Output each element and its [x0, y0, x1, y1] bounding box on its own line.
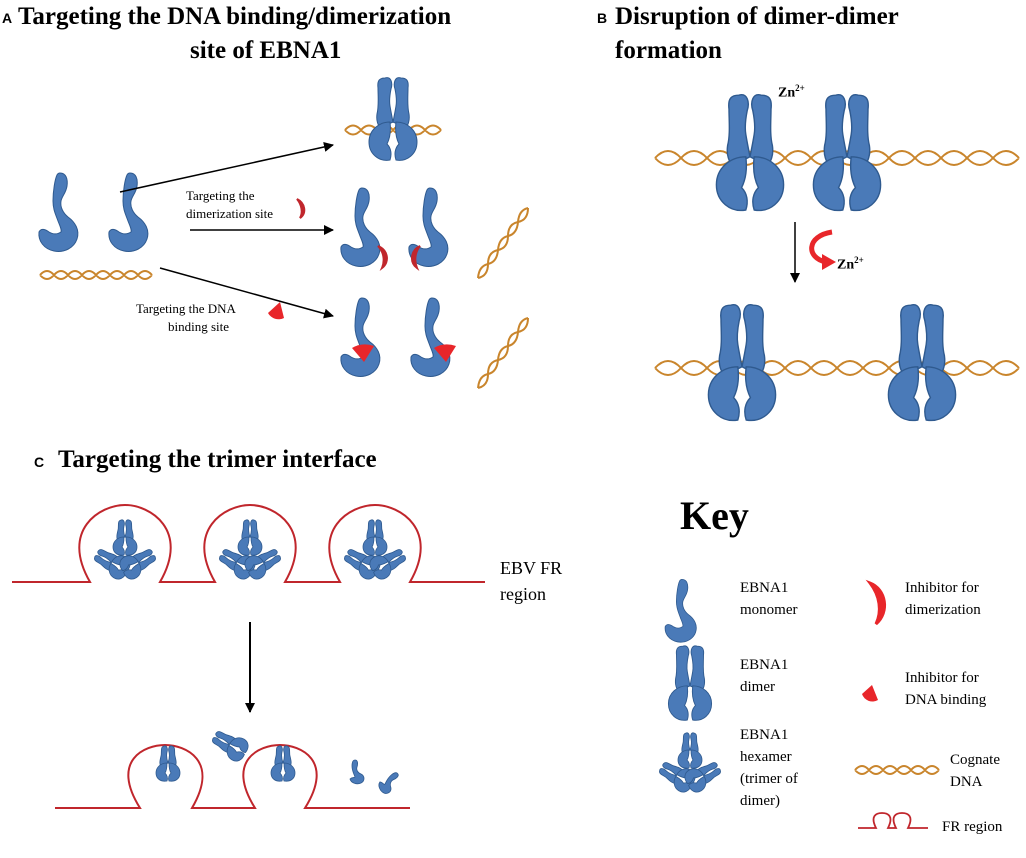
panel-a-letter: A — [2, 10, 13, 26]
fr-region-line — [55, 743, 410, 809]
key-dimerization-inhibitor-icon — [865, 579, 886, 626]
key-cognate-dna-label-1: Cognate — [950, 752, 1000, 768]
dimerization-inhibitor-icon — [377, 245, 388, 272]
key-fr-region-label: FR region — [942, 819, 1003, 835]
key-inhibitor-dimer-label-1: Inhibitor for — [905, 580, 979, 596]
ebna1-hexamer — [215, 520, 284, 582]
key-hexamer-label-4: dimer) — [740, 793, 780, 809]
panel-c-letter: C — [34, 454, 45, 470]
cognate-dna — [477, 317, 529, 389]
key-hexamer-icon — [655, 733, 724, 795]
key-fr-region-icon — [858, 812, 928, 829]
dimerization-inhibitor-icon — [411, 245, 421, 272]
label-targeting-dimerization-2: dimerization site — [186, 206, 274, 221]
key-cognate-dna-icon — [854, 765, 940, 775]
panel-a-graphics — [38, 77, 529, 389]
key-hexamer-label-2: hexamer — [740, 749, 792, 765]
ebna1-dimer — [155, 745, 181, 782]
label-targeting-dimerization-1: Targeting the — [186, 188, 255, 203]
panel-a-title-line1: Targeting the DNA binding/dimerization — [18, 3, 452, 30]
zinc-removal-arrowhead — [822, 254, 836, 270]
key-hexamer-label-3: (trimer of — [740, 771, 798, 787]
panel-b-letter: B — [597, 10, 608, 26]
key-inhibitor-dna-label-1: Inhibitor for — [905, 670, 979, 686]
cognate-dna — [654, 360, 1020, 376]
key-inhibitor-dimer-label-2: dimerization — [905, 602, 981, 618]
ebna1-monomer — [108, 172, 149, 252]
arrow-to-dna-inhibited — [159, 267, 334, 319]
key-dimer-label-2: dimer — [740, 679, 775, 695]
cognate-dna — [344, 124, 442, 136]
panel-c-title: Targeting the trimer interface — [58, 446, 377, 473]
key-monomer-icon — [664, 579, 697, 643]
key-monomer-label-2: monomer — [740, 602, 798, 618]
ebna1-monomer — [349, 759, 365, 785]
ebna1-hexamer — [90, 520, 159, 582]
ebna1-dimer — [368, 77, 418, 161]
key-title: Key — [680, 493, 749, 538]
panel-c-graphics — [12, 503, 485, 809]
panel-b-title-line1: Disruption of dimer-dimer — [615, 3, 899, 30]
ebna1-dimer — [270, 745, 296, 782]
ebna1-monomer — [375, 769, 404, 797]
key-dimer-icon — [667, 645, 713, 721]
ebna1-dimer — [208, 725, 252, 765]
label-targeting-dna-2: binding site — [168, 319, 230, 334]
panel-b-graphics — [654, 94, 1020, 422]
fr-region-line — [12, 503, 485, 583]
zinc-removal-arrow-icon — [809, 229, 833, 265]
label-targeting-dna-1: Targeting the DNA — [136, 301, 236, 316]
dna-binding-inhibitor-icon — [352, 344, 374, 362]
panel-b-title-line2: formation — [615, 37, 722, 64]
zinc-label-top: Zn2+ — [778, 83, 805, 101]
ebna1-monomer — [340, 187, 381, 267]
cognate-dna — [39, 270, 153, 280]
fr-region-label-1: EBV FR — [500, 558, 563, 578]
ebna1-monomer — [340, 297, 381, 377]
key-graphics — [655, 579, 940, 829]
key-monomer-label-1: EBNA1 — [740, 580, 789, 596]
ebna1-monomer — [410, 297, 451, 377]
zinc-label-mid: Zn2+ — [837, 255, 864, 273]
key-inhibitor-dna-label-2: DNA binding — [905, 692, 987, 708]
key-dimer-label-1: EBNA1 — [740, 657, 789, 673]
dimerization-inhibitor-icon — [296, 198, 306, 219]
panel-a-title-line2: site of EBNA1 — [190, 37, 342, 64]
dna-binding-inhibitor-icon — [434, 344, 456, 362]
dna-binding-inhibitor-icon — [268, 302, 284, 320]
ebna1-monomer — [38, 172, 79, 252]
key-hexamer-label-1: EBNA1 — [740, 727, 789, 743]
ebna1-hexamer — [340, 520, 409, 582]
key-cognate-dna-label-2: DNA — [950, 774, 983, 790]
fr-region-label-2: region — [500, 584, 546, 604]
arrow-to-dna-bound — [119, 142, 334, 193]
key-dna-binding-inhibitor-icon — [862, 685, 878, 702]
cognate-dna — [477, 207, 529, 279]
